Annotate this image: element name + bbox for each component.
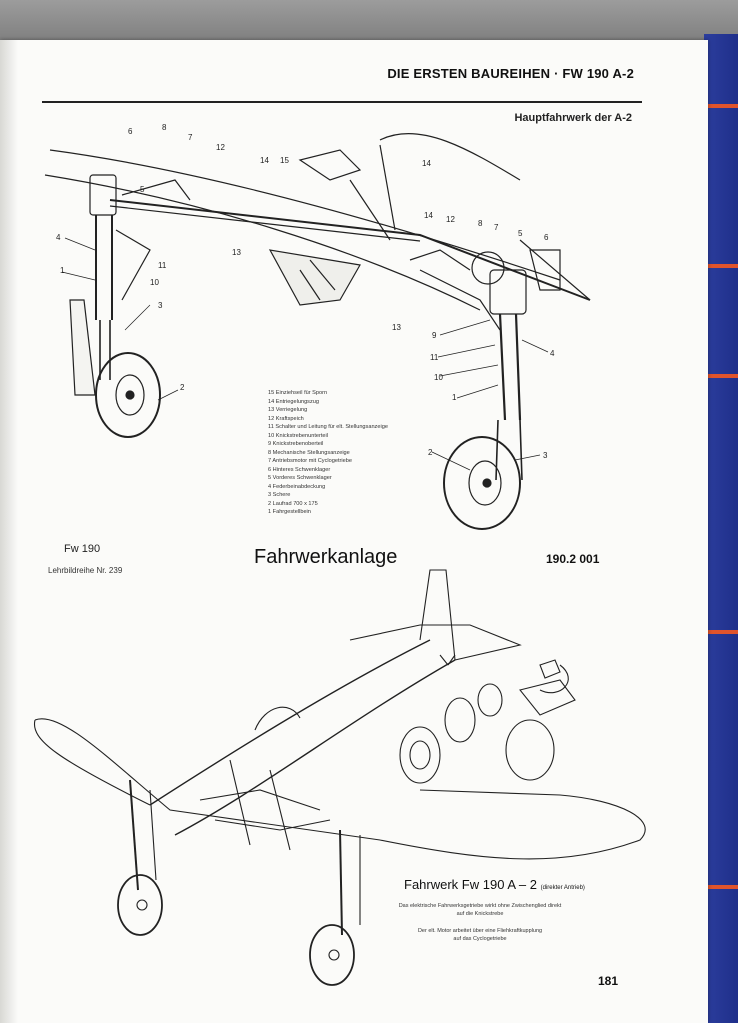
page-gutter-shadow: [0, 40, 18, 1023]
callout-label: 13: [392, 323, 401, 332]
legend-item: 15 Einziehseil für Sporn: [268, 390, 328, 396]
aircraft-cutaway-drawing: [33, 569, 646, 986]
page-tab-marker: [704, 885, 738, 889]
callout-label: 2: [180, 383, 185, 392]
callout-label: 6: [544, 233, 549, 242]
callout-label: 11: [430, 353, 439, 362]
callout-label: 13: [232, 248, 241, 257]
callout-label: 8: [478, 219, 483, 228]
callouts-right: 14 14 12 8 7 5 6 13 9 11 4 10 1 2 3: [392, 159, 555, 460]
callout-label: 6: [128, 127, 133, 136]
legend-item: 2 Laufrad 700 x 175: [268, 500, 318, 507]
wing-outline: [34, 718, 646, 860]
cutaway-left-wheel: [117, 874, 163, 936]
callout-label: 8: [162, 123, 167, 132]
plate-series-label: Lehrbildreihe Nr. 239: [48, 566, 123, 575]
plate-number: 190.2 001: [546, 552, 600, 566]
callout-label: 14: [422, 159, 431, 168]
callout-label: 7: [494, 223, 499, 232]
legend-item: 13 Verriegelung: [268, 407, 308, 413]
callout-label: 1: [60, 266, 65, 275]
callouts-left: 6 8 7 12 14 15 5 4 1 11 10 3 2 13: [56, 123, 289, 392]
note-line: auf das Cyclogetriebe: [453, 936, 507, 942]
drawing-subtitle: Hauptfahrwerk der A-2: [514, 112, 632, 124]
callout-label: 7: [188, 133, 193, 142]
callout-label: 10: [434, 373, 443, 382]
callout-label: 14: [260, 156, 269, 165]
note-line: auf die Knickstrebe: [456, 911, 504, 917]
retraction-motor: [471, 251, 505, 285]
page-tab-marker: [704, 374, 738, 378]
callout-label: 4: [550, 349, 555, 358]
callout-label: 5: [518, 229, 523, 238]
callout-label: 14: [424, 211, 433, 220]
callout-label: 2: [428, 448, 433, 457]
plate-left-label: Fw 190: [64, 543, 101, 555]
right-wheel: [443, 436, 521, 530]
plate-title: Fahrwerkanlage: [254, 546, 398, 568]
left-pivot-housing: [89, 174, 117, 216]
page-number: 181: [598, 974, 619, 988]
cutaway-caption: Fahrwerk Fw 190 A – 2 (direkter Antrieb): [404, 877, 585, 892]
scanner-background: [0, 0, 738, 44]
tail-fin: [419, 569, 456, 661]
parts-legend: 15 Einziehseil für Sporn 14 Entriegelung…: [268, 389, 388, 517]
note-line: Das elektrische Fahrwerksgetriebe wirkt …: [398, 903, 562, 909]
legend-item: 7 Antriebsmotor mit Cyclogetriebe: [268, 458, 352, 464]
legend-item: 11 Schalter und Leitung für elt. Stellun…: [268, 424, 388, 430]
callout-label: 10: [150, 278, 159, 287]
legend-item: 6 Hinteres Schwenklager: [268, 466, 331, 473]
callout-label: 15: [280, 156, 289, 165]
left-wheel: [95, 352, 161, 438]
callout-label: 3: [543, 451, 548, 460]
cutaway-right-wheel: [309, 924, 355, 986]
header-rule: [42, 101, 642, 103]
legend-item: 14 Entriegelungszug: [268, 398, 320, 405]
page-tab-marker: [704, 630, 738, 634]
callout-label: 11: [158, 261, 167, 270]
book-cover-edge: [704, 34, 738, 1023]
legend-item: 9 Knickstrebenoberteil: [268, 441, 324, 447]
caption-note-1: Das elektrische Fahrwerksgetriebe wirkt …: [380, 902, 580, 918]
motor-part: [505, 719, 555, 781]
callout-label: 3: [158, 301, 163, 310]
book-page: [0, 40, 708, 1023]
legend-item: 12 Kraftspeich: [268, 415, 304, 422]
callout-label: 4: [56, 233, 61, 242]
legend-item: 3 Schere: [268, 492, 291, 498]
running-header: DIE ERSTEN BAUREIHEN · FW 190 A-2: [387, 66, 634, 81]
legend-item: 4 Federbeinabdeckung: [268, 483, 326, 490]
page-tab-marker: [704, 104, 738, 108]
legend-item: 10 Knickstrebenunterteil: [268, 432, 329, 439]
canopy: [254, 706, 301, 731]
page-tab-marker: [704, 264, 738, 268]
legend-item: 8 Mechanische Stellungsanzeige: [268, 449, 350, 456]
callout-label: 1: [452, 393, 457, 402]
caption-small: (direkter Antrieb): [540, 885, 585, 891]
wing-contour-line: [49, 149, 561, 281]
callout-label: 12: [446, 215, 455, 224]
callout-label: 12: [216, 143, 225, 152]
caption-main: Fahrwerk Fw 190 A – 2: [404, 877, 537, 892]
note-line: Der elt. Motor arbeitet über eine Fliehk…: [417, 928, 543, 934]
legend-item: 5 Vorderes Schwenklager: [268, 475, 332, 481]
gearbox-part: [399, 726, 441, 784]
callout-label: 5: [140, 185, 145, 194]
caption-note-2: Der elt. Motor arbeitet über eine Fliehk…: [380, 927, 580, 943]
right-pivot-housing: [489, 269, 527, 315]
callout-label: 9: [432, 331, 437, 340]
legend-item: 1 Fahrgestellbein: [268, 509, 311, 515]
